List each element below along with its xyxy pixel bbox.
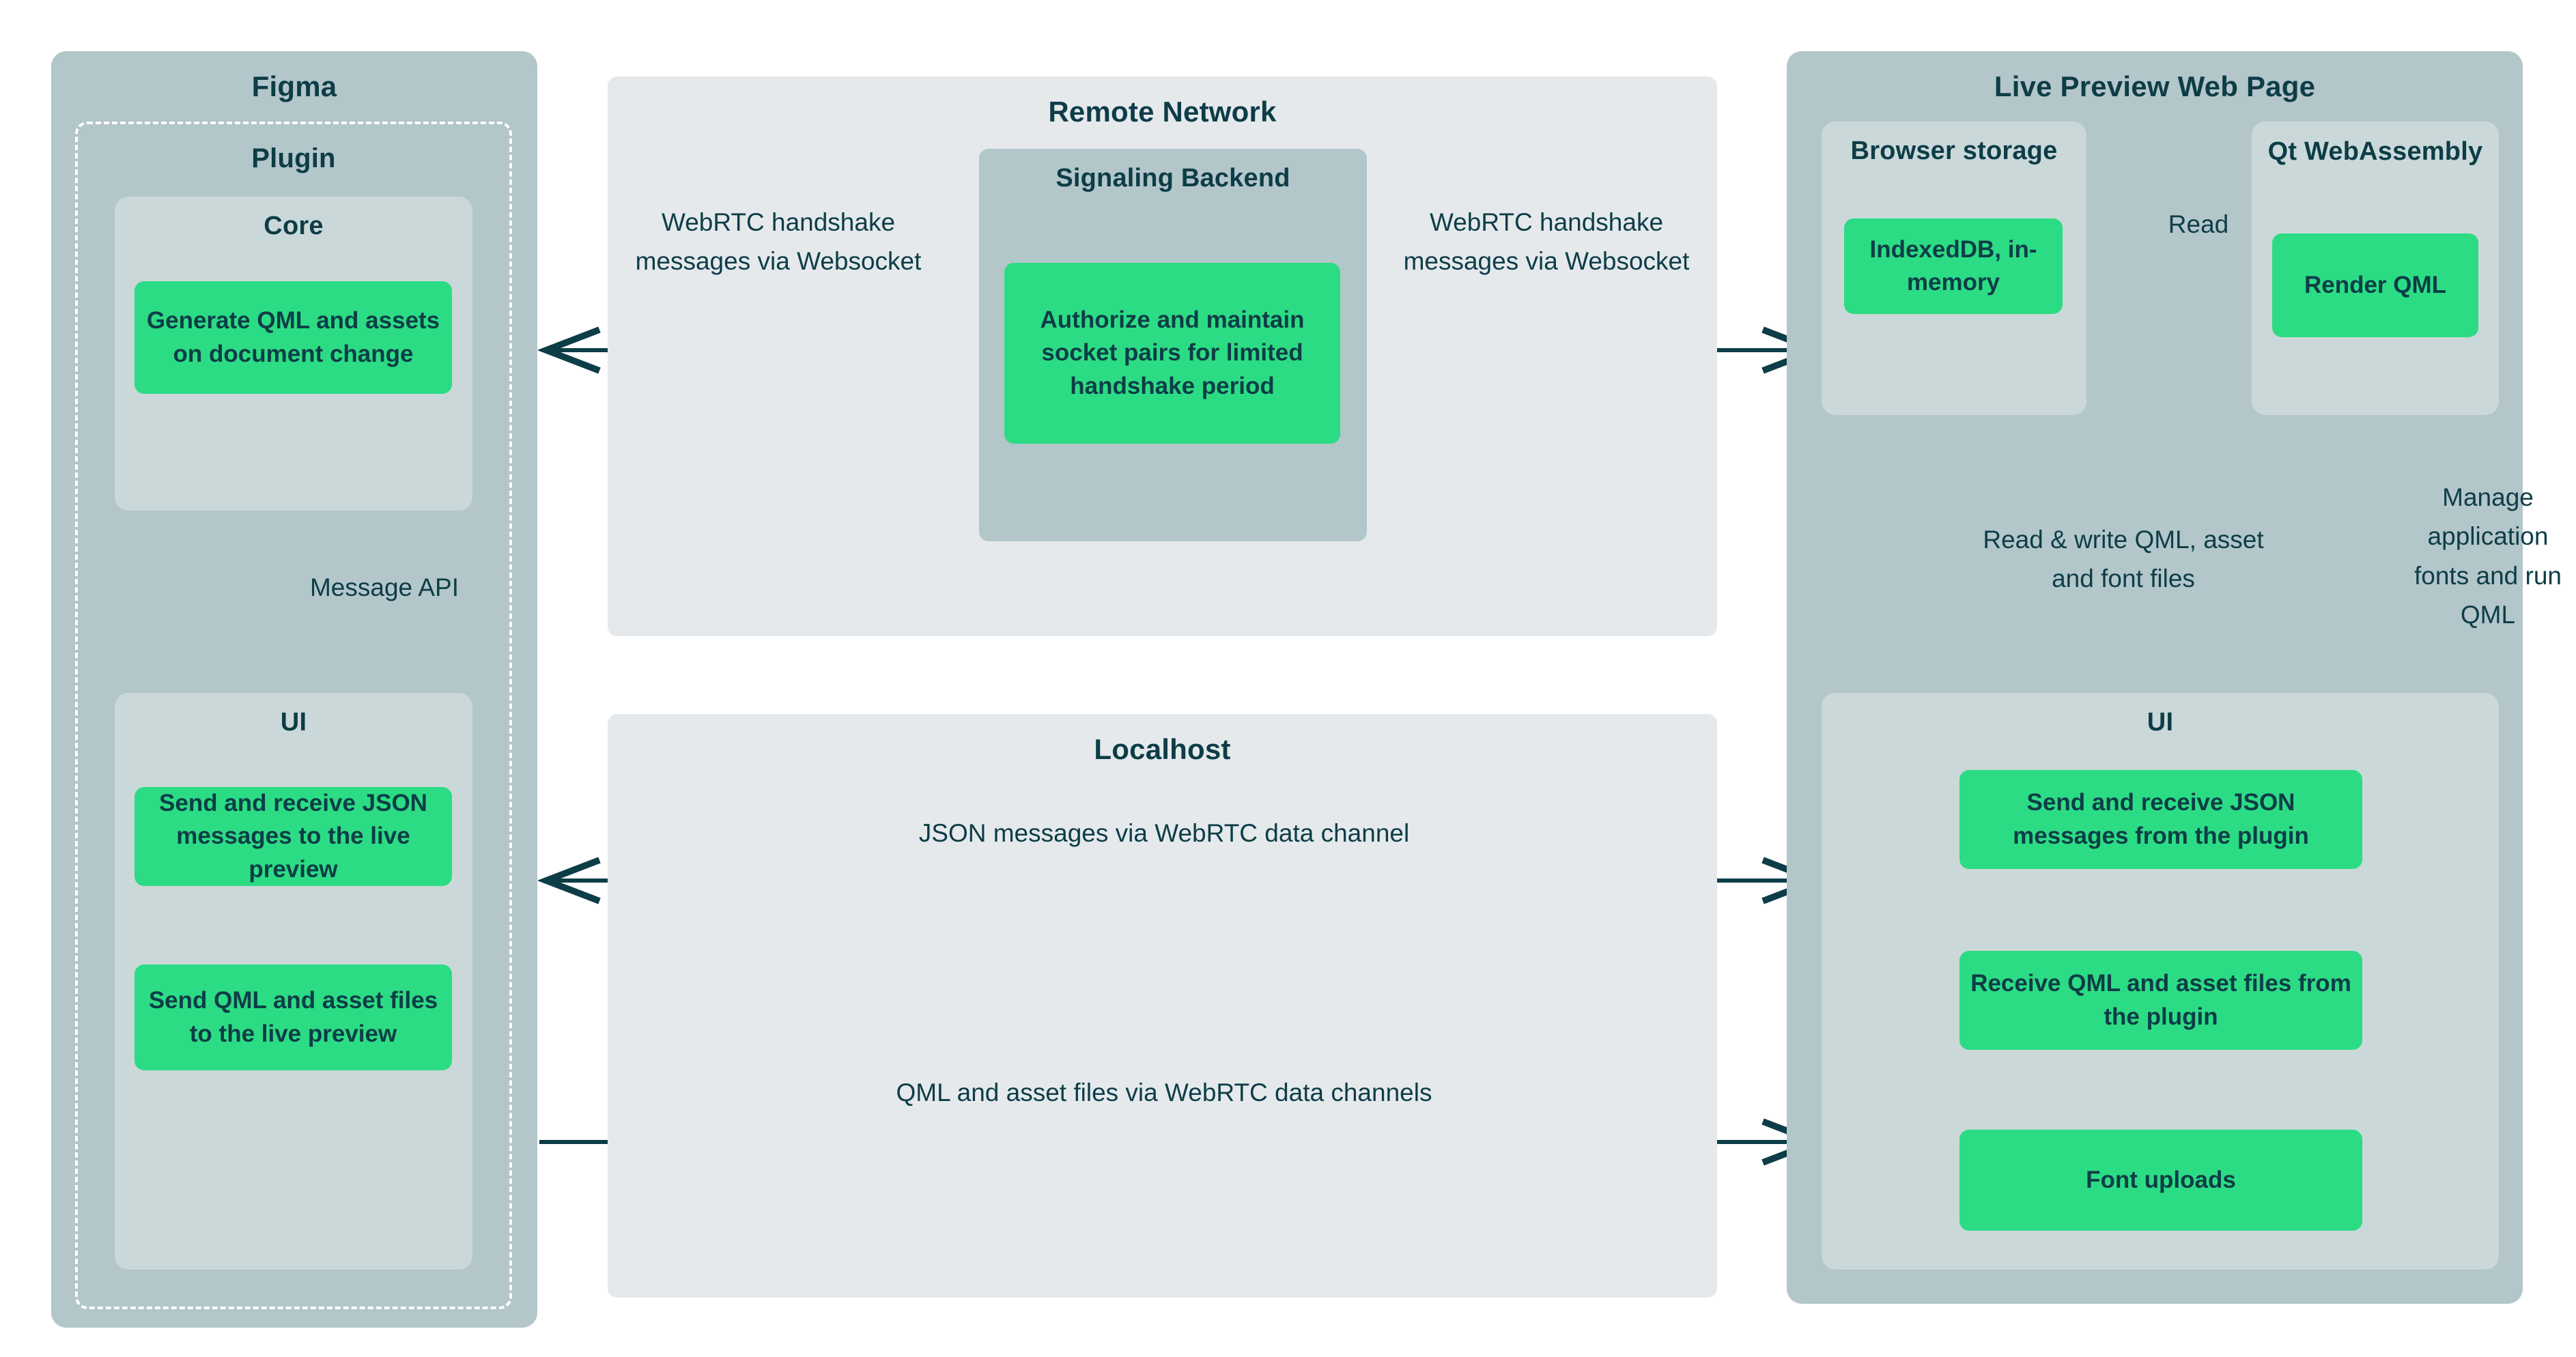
qt-webassembly-box-render-qml[interactable]: Render QML <box>2272 233 2478 337</box>
label-read: Read <box>2168 210 2229 238</box>
panel-core-title: Core <box>264 212 324 240</box>
label-manage-fonts: Manage application fonts and run QML <box>2414 483 2562 629</box>
panel-live-preview-title: Live Preview Web Page <box>1994 70 2316 102</box>
label-json-messages: JSON messages via WebRTC data channel <box>918 819 1410 847</box>
label-webrtc-handshake-right: WebRTC handshake messages via Websocket <box>1403 208 1690 276</box>
plugin-dashed-frame: Plugin <box>75 122 512 1309</box>
panel-figma-title: Figma <box>251 70 337 102</box>
label-message-api: Message API <box>309 573 459 601</box>
live-ui-box-font-uploads[interactable]: Font uploads <box>1959 1130 2362 1231</box>
signaling-box-authorize[interactable]: Authorize and maintain socket pairs for … <box>1004 263 1340 444</box>
panel-figma-ui-title: UI <box>280 708 307 737</box>
plugin-title: Plugin <box>251 143 336 173</box>
live-ui-box-json-messages[interactable]: Send and receive JSON messages from the … <box>1959 770 2362 869</box>
panel-live-preview-ui-title: UI <box>2147 708 2174 737</box>
panel-localhost: Localhost <box>608 714 1717 1298</box>
label-webrtc-handshake-left: WebRTC handshake messages via Websocket <box>635 208 922 276</box>
panel-localhost-title: Localhost <box>1094 733 1231 765</box>
panel-signaling-backend-title: Signaling Backend <box>1056 164 1290 192</box>
panel-browser-storage-title: Browser storage <box>1850 137 2058 165</box>
figma-ui-box-qml-assets[interactable]: Send QML and asset files to the live pre… <box>135 965 452 1070</box>
label-qml-asset-files: QML and asset files via WebRTC data chan… <box>896 1079 1432 1106</box>
label-read-write-qml: Read & write QML, asset and font files <box>1983 526 2264 593</box>
live-ui-box-qml-assets[interactable]: Receive QML and asset files from the plu… <box>1959 951 2362 1050</box>
figma-ui-box-json-messages[interactable]: Send and receive JSON messages to the li… <box>135 787 452 886</box>
browser-storage-box-indexeddb[interactable]: IndexedDB, in-memory <box>1844 218 2063 314</box>
core-box-generate-qml[interactable]: Generate QML and assets on document chan… <box>135 281 452 394</box>
panel-remote-network-title: Remote Network <box>1048 96 1277 128</box>
panel-qt-webassembly-title: Qt WebAssembly <box>2267 137 2483 166</box>
